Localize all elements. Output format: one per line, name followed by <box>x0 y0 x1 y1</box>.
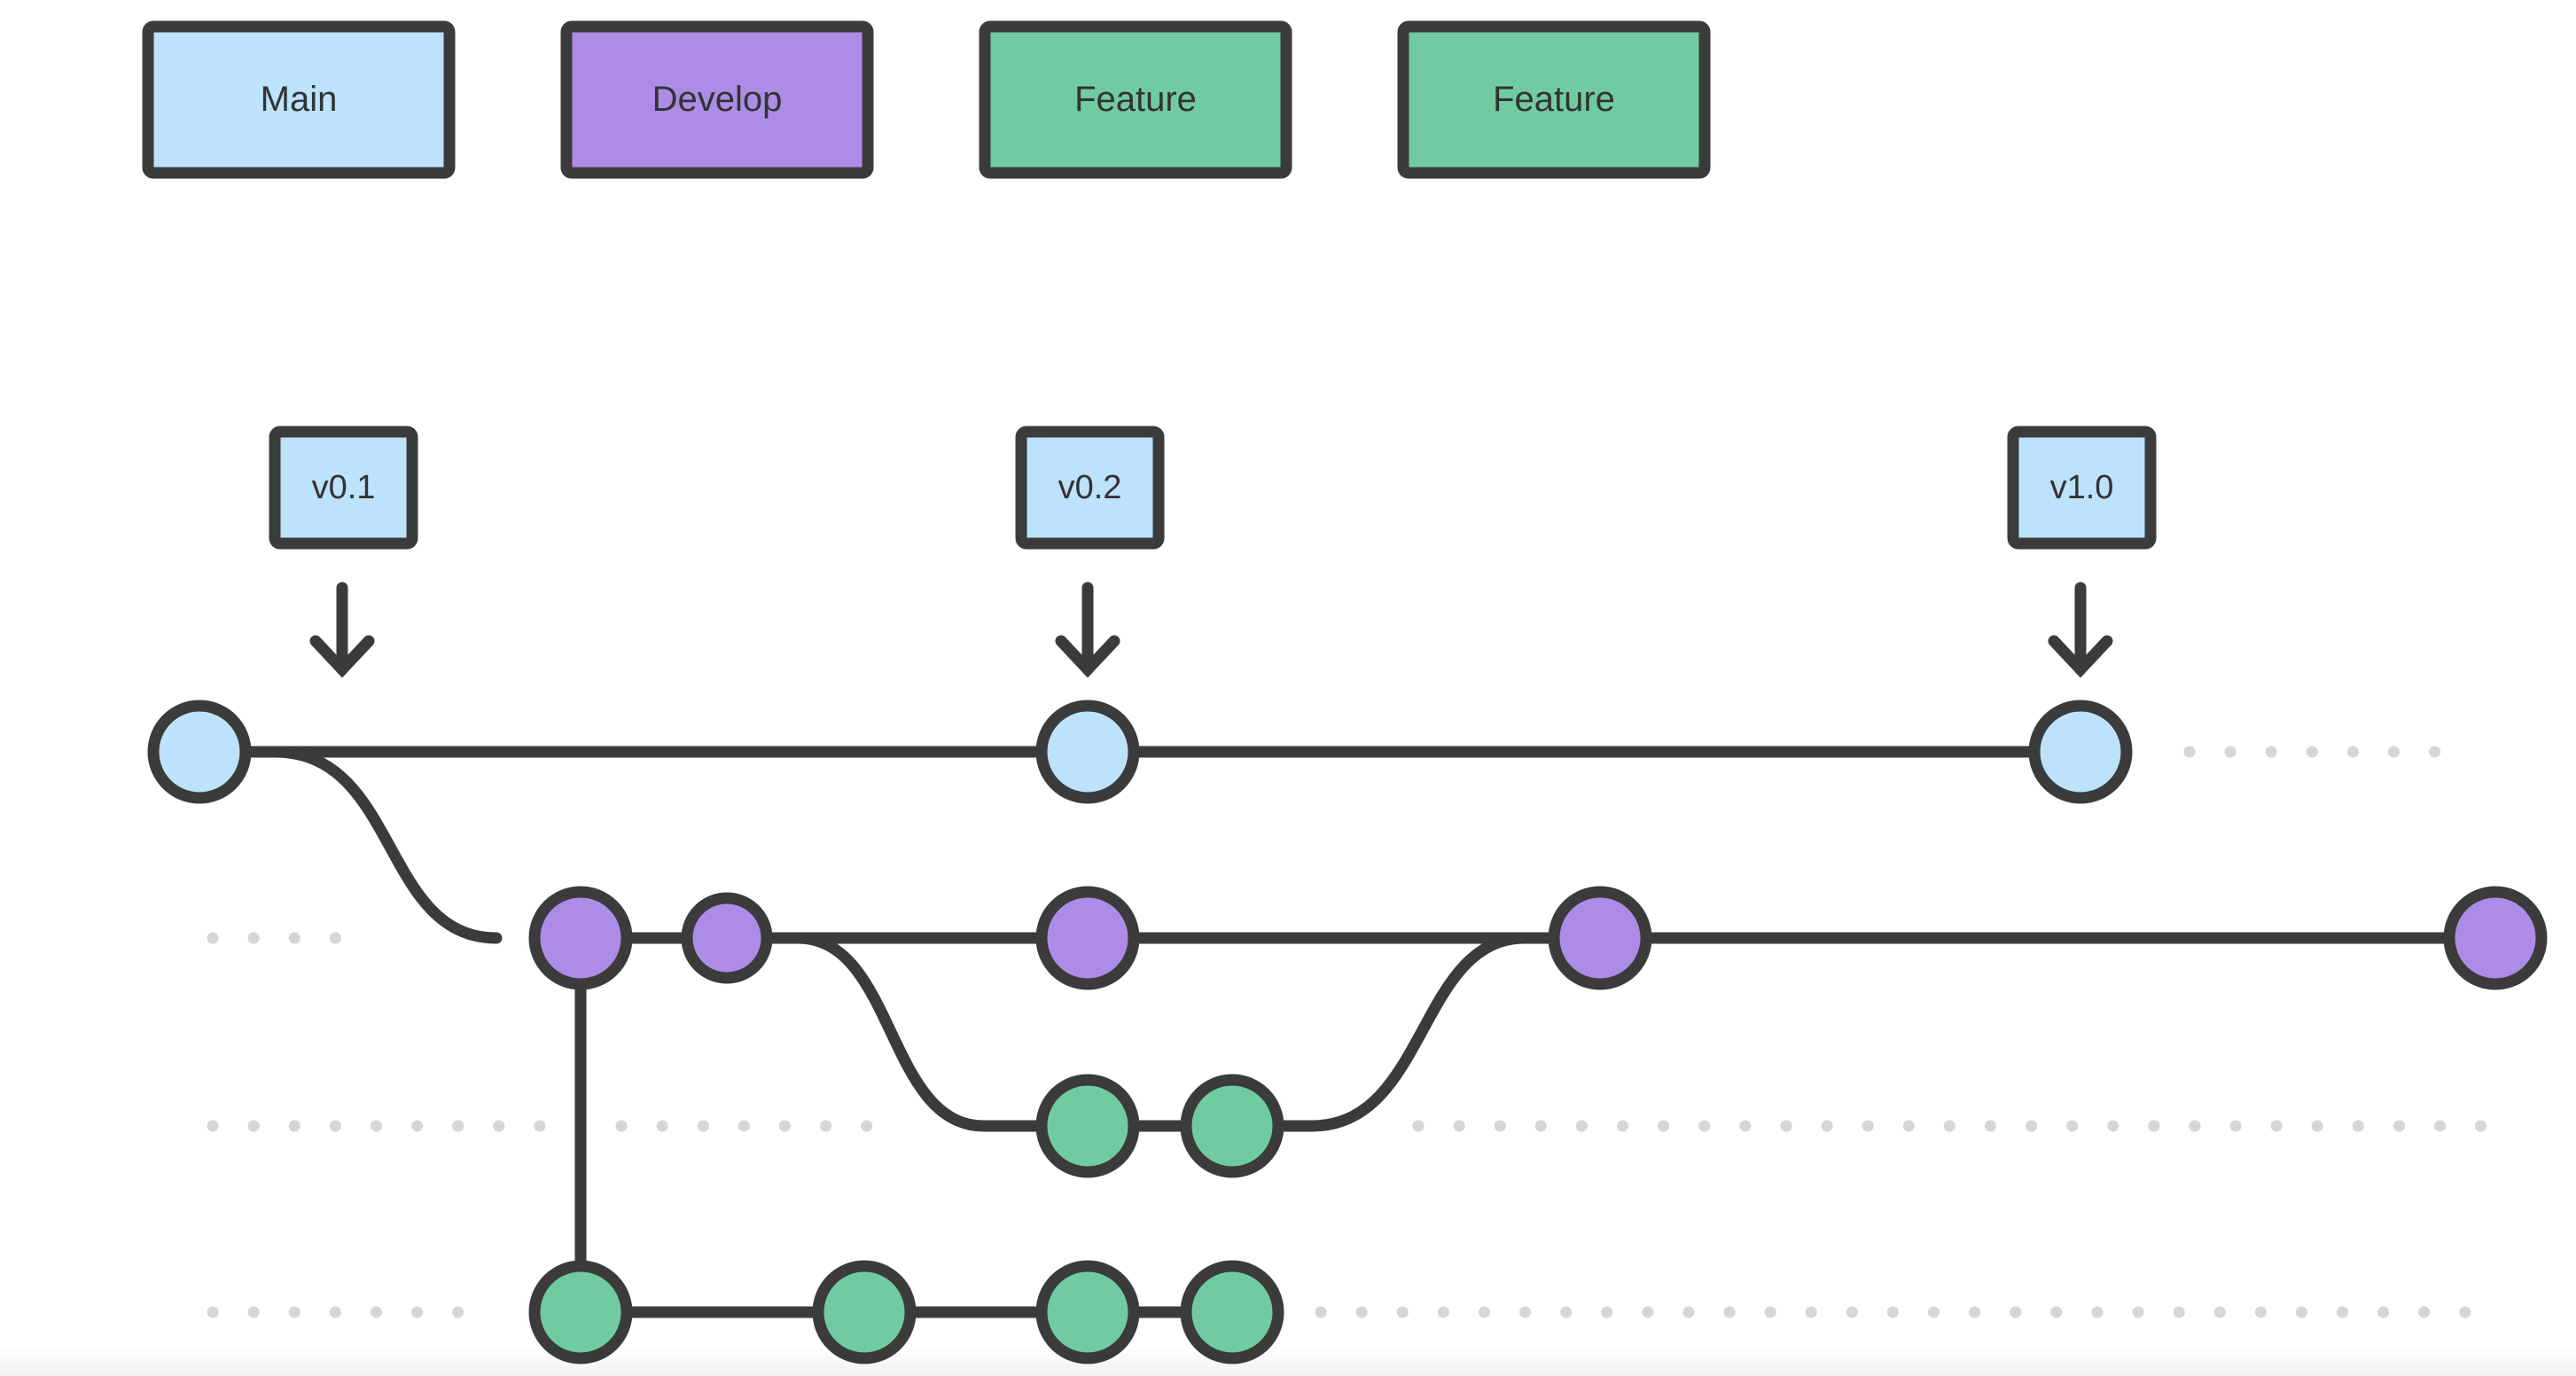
commit-dot-feature-b[interactable] <box>812 1260 917 1364</box>
arrow-head <box>309 635 375 678</box>
commit-dot-feature-b[interactable] <box>1180 1260 1284 1364</box>
edge-featA-to-dev <box>1306 932 1531 1132</box>
legend-label: Main <box>261 80 338 119</box>
commit-node-m1[interactable] <box>147 700 252 804</box>
commit-node-f2[interactable] <box>1180 1074 1284 1178</box>
legend-label: Feature <box>1493 80 1615 119</box>
edges-layer <box>193 746 2502 1318</box>
legend-swatch[interactable] <box>560 20 874 179</box>
version-tag-box[interactable] <box>1015 426 1165 550</box>
version-tags-layer: v0.1 v0.2 v1.0 <box>269 426 2157 678</box>
arrow-down-icon <box>309 582 375 678</box>
commit-dot-develop[interactable] <box>528 886 633 990</box>
arrow-head <box>1055 635 1120 678</box>
version-tag-box[interactable] <box>269 426 418 550</box>
legend-item-feature-2[interactable]: Feature <box>979 20 1292 179</box>
version-tag-v0.2[interactable]: v0.2 <box>1015 426 1165 678</box>
edge-branch-main-to-dev <box>269 746 503 944</box>
version-tag-label: v1.0 <box>2050 469 2114 506</box>
version-tag-box[interactable] <box>2007 426 2157 550</box>
commit-node-g4[interactable] <box>1180 1260 1284 1364</box>
commit-dot-feature-a[interactable] <box>1180 1074 1284 1178</box>
commit-node-d4[interactable] <box>1548 886 1652 990</box>
legend-swatch[interactable] <box>142 20 456 179</box>
legend-label: Develop <box>652 80 783 119</box>
commit-node-d3[interactable] <box>1035 886 1140 990</box>
version-tag-v0.1[interactable]: v0.1 <box>269 426 418 678</box>
commit-node-f1[interactable] <box>1035 1074 1140 1178</box>
commit-nodes-layer <box>147 700 2548 1364</box>
commit-dot-develop[interactable] <box>1548 886 1652 990</box>
arrow-down-icon <box>2048 582 2113 678</box>
commit-node-m2[interactable] <box>1035 700 1140 804</box>
commit-dot-feature-b[interactable] <box>1035 1260 1140 1364</box>
edge-dev-to-featA <box>792 932 990 1132</box>
legend-layer: Main Develop Feature Feature <box>142 20 1711 179</box>
commit-dot-main[interactable] <box>147 700 252 804</box>
legend-swatch[interactable] <box>979 20 1292 179</box>
commit-dot-main[interactable] <box>1035 700 1140 804</box>
commit-dot-feature-b[interactable] <box>528 1260 633 1364</box>
legend-item-develop-1[interactable]: Develop <box>560 20 874 179</box>
legend-swatch[interactable] <box>1397 20 1711 179</box>
commit-dot-develop[interactable] <box>2443 886 2548 990</box>
arrow-head <box>2048 635 2113 678</box>
version-tag-label: v0.1 <box>312 469 376 506</box>
legend-label: Feature <box>1074 80 1197 119</box>
commit-dot-develop[interactable] <box>1035 886 1140 990</box>
version-tag-v1.0[interactable]: v1.0 <box>2007 426 2157 678</box>
commit-node-d1[interactable] <box>528 886 633 990</box>
legend-item-main-0[interactable]: Main <box>142 20 456 179</box>
commit-dot-main[interactable] <box>2028 700 2133 804</box>
legend-item-feature-3[interactable]: Feature <box>1397 20 1711 179</box>
commit-node-d2[interactable] <box>681 892 773 984</box>
version-tag-label: v0.2 <box>1058 469 1122 506</box>
commit-node-g2[interactable] <box>812 1260 917 1364</box>
commit-dot-feature-a[interactable] <box>1035 1074 1140 1178</box>
arrow-down-icon <box>1055 582 1120 678</box>
commit-dot-develop[interactable] <box>681 892 773 984</box>
commit-node-g3[interactable] <box>1035 1260 1140 1364</box>
commit-node-d5[interactable] <box>2443 886 2548 990</box>
commit-node-m3[interactable] <box>2028 700 2133 804</box>
commit-node-g1[interactable] <box>528 1260 633 1364</box>
